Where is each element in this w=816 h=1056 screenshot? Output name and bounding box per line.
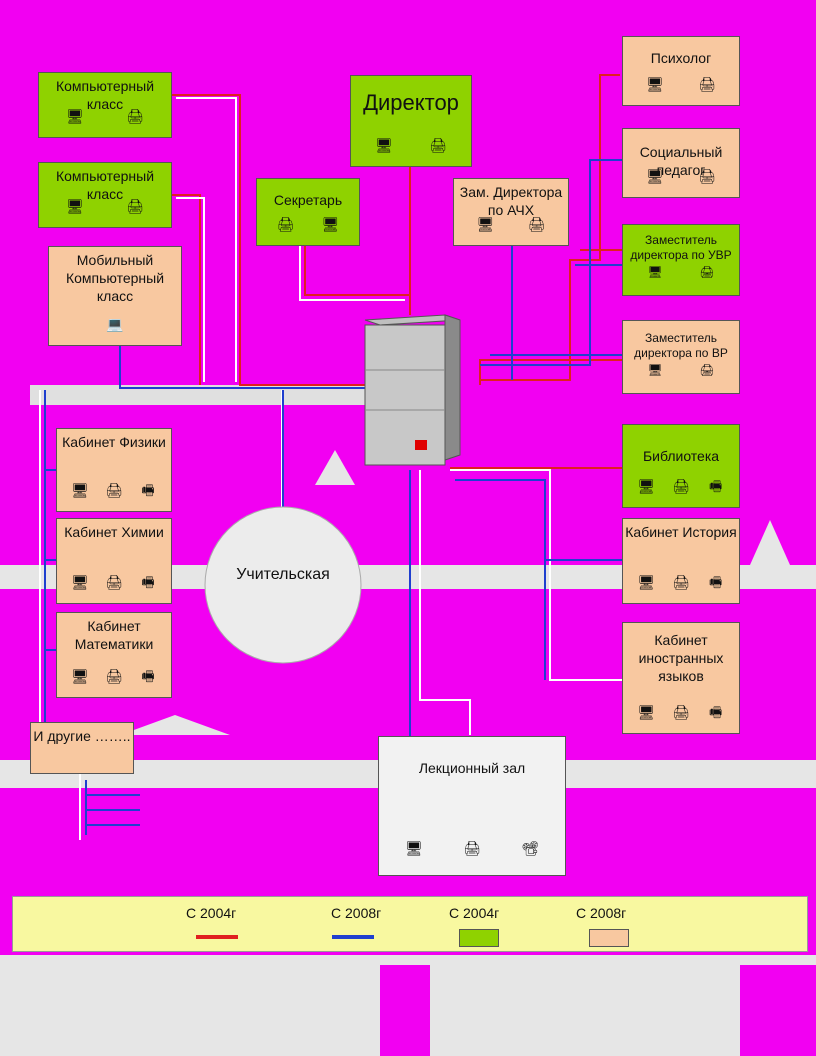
- computer-icon: 🖥: [71, 482, 89, 498]
- secretary-box: Секретарь 🖨 🖥: [256, 178, 360, 246]
- computer-icon: 🖥: [637, 574, 656, 590]
- legend-green-label: С 2004г: [449, 905, 500, 921]
- legend-blue-label: С 2008г: [331, 905, 382, 921]
- computer-icon: 🖥: [405, 840, 423, 856]
- white-links: [39, 97, 622, 840]
- computer-icon: 🖥: [646, 76, 664, 92]
- computer-icon: 🖥: [637, 704, 656, 720]
- printer-icon: 🖨: [672, 478, 690, 494]
- printer-icon: 🖨: [699, 363, 715, 377]
- physics-room: Кабинет Физики 🖥 🖨 🖷: [56, 428, 172, 512]
- scanner-icon: 🖷: [141, 482, 155, 498]
- computer-icon: 🖥: [375, 137, 393, 153]
- math-room: Кабинет Математики 🖥 🖨 🖷: [56, 612, 172, 698]
- deputy-uvr-box: Заместитель директора по УВР 🖥 🖨: [622, 224, 740, 296]
- computer-icon: 🖥: [647, 363, 663, 377]
- computer-icon: 🖥: [637, 478, 656, 494]
- deputy-ahch-box: Зам. Директора по АЧХ 🖥 🖨: [453, 178, 569, 246]
- computer-icon: 🖥: [647, 265, 663, 279]
- computer-icon: 🖥: [646, 168, 664, 184]
- computer-class-2-label: Компьютерный класс: [55, 168, 155, 202]
- social-pedagogue-box: Социальный педагог 🖥 🖨: [622, 128, 740, 198]
- printer-icon: 🖨: [105, 668, 123, 684]
- scanner-icon: 🖷: [141, 574, 155, 590]
- gray-triangle: [750, 520, 790, 565]
- gray-zone: [740, 965, 816, 1056]
- printer-icon: 🖨: [698, 168, 716, 184]
- scanner-icon: 🖷: [709, 574, 723, 590]
- gray-zone: [30, 385, 410, 405]
- computer-class-1-label: Компьютерный класс: [55, 78, 155, 112]
- deputy-vr-label: Заместитель директора по ВР: [634, 331, 728, 360]
- computer-class-2: Компьютерный класс 🖥 🖨: [38, 162, 172, 228]
- printer-icon: 🖨: [672, 574, 690, 590]
- deputy-vr-box: Заместитель директора по ВР 🖥 🖨: [622, 320, 740, 394]
- printer-icon: 🖨: [126, 198, 144, 214]
- legend-peach-swatch: [589, 929, 629, 947]
- social-pedagogue-label: Социальный педагог: [639, 144, 723, 178]
- printer-icon: 🖨: [463, 840, 481, 856]
- printer-icon: 🖨: [276, 216, 295, 232]
- computer-class-1: Компьютерный класс 🖥 🖨: [38, 72, 172, 138]
- director-label: Директор: [363, 90, 459, 115]
- teachers-room-circle: [204, 506, 362, 664]
- scanner-icon: 🖷: [709, 704, 723, 720]
- physics-label: Кабинет Физики: [62, 434, 166, 450]
- gray-triangle: [315, 450, 355, 485]
- teachers-room-label: Учительская: [236, 566, 330, 583]
- legend: С 2004г С 2008г С 2004г С 2008г: [12, 896, 808, 952]
- director-box: Директор 🖥 🖨: [350, 75, 472, 167]
- languages-room: Кабинет иностранных языков 🖥 🖨 🖷: [622, 622, 740, 734]
- languages-label: Кабинет иностранных языков: [638, 632, 724, 684]
- scanner-icon: 🖷: [709, 478, 723, 494]
- blue-links: [44, 159, 622, 835]
- printer-icon: 🖨: [429, 137, 447, 153]
- psychologist-box: Психолог 🖥 🖨: [622, 36, 740, 106]
- projector-icon: 📽: [521, 840, 539, 856]
- legend-green-swatch: [459, 929, 499, 947]
- psychologist-label: Психолог: [650, 50, 712, 66]
- legend-red-label: С 2004г: [186, 905, 237, 921]
- gray-triangle: [120, 715, 230, 735]
- computer-icon: 🖥: [66, 198, 84, 214]
- library-box: Библиотека 🖥 🖨 🖷: [622, 424, 740, 508]
- computer-icon: 🖥: [476, 216, 495, 232]
- gray-zone: [380, 965, 430, 1056]
- printer-icon: 🖨: [672, 704, 690, 720]
- computer-icon: 🖥: [66, 108, 84, 124]
- red-links: [172, 74, 622, 469]
- computer-icon: 🖥: [321, 216, 340, 232]
- legend-peach-label: С 2008г: [576, 905, 627, 921]
- legend-red-line: [196, 935, 238, 939]
- deputy-ahch-label: Зам. Директора по АЧХ: [459, 184, 563, 218]
- others-label: И другие ……..: [33, 728, 131, 744]
- computer-icon: 🖥: [71, 668, 89, 684]
- laptop-icon: 💻: [106, 316, 124, 332]
- scanner-icon: 🖷: [141, 668, 155, 684]
- others-box: И другие ……..: [30, 722, 134, 774]
- mobile-computer-class: Мобильный Компьютерный класс 💻: [48, 246, 182, 346]
- computer-icon: 🖥: [71, 574, 89, 590]
- history-label: Кабинет История: [625, 524, 737, 540]
- printer-icon: 🖨: [698, 76, 716, 92]
- printer-icon: 🖨: [105, 482, 123, 498]
- chemistry-label: Кабинет Химии: [64, 524, 164, 540]
- printer-icon: 🖨: [527, 216, 546, 232]
- printer-icon: 🖨: [699, 265, 715, 279]
- printer-icon: 🖨: [105, 574, 123, 590]
- mobile-computer-class-label: Мобильный Компьютерный класс: [65, 252, 165, 304]
- lecture-hall-label: Лекционный зал: [418, 760, 526, 776]
- deputy-uvr-label: Заместитель директора по УВР: [630, 233, 732, 262]
- legend-blue-line: [332, 935, 374, 939]
- server-icon: [364, 314, 461, 466]
- chemistry-room: Кабинет Химии 🖥 🖨 🖷: [56, 518, 172, 604]
- library-label: Библиотека: [642, 448, 720, 464]
- secretary-label: Секретарь: [273, 192, 343, 208]
- math-label: Кабинет Математики: [74, 618, 154, 652]
- printer-icon: 🖨: [126, 108, 144, 124]
- lecture-hall-box: Лекционный зал 🖥 🖨 📽: [378, 736, 566, 876]
- history-room: Кабинет История 🖥 🖨 🖷: [622, 518, 740, 604]
